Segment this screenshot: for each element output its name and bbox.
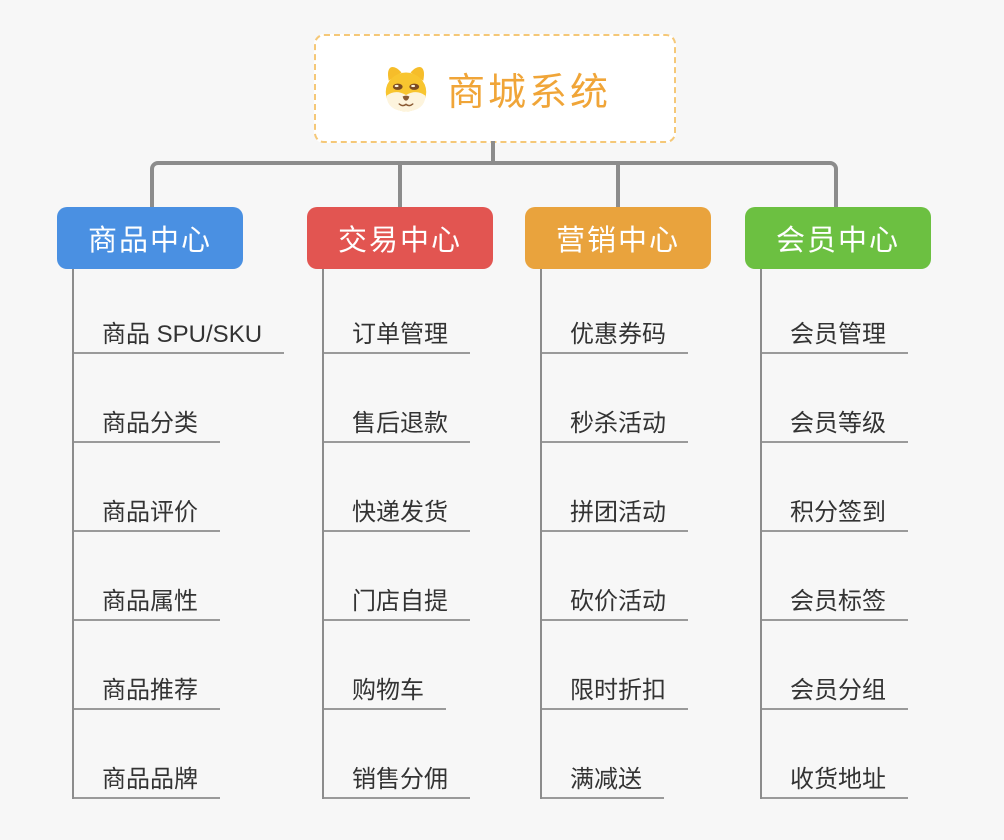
root-topic-title: 商城系统 bbox=[446, 72, 611, 114]
leaf-topic[interactable]: 商品 SPU/SKU bbox=[74, 269, 285, 354]
branch-topic[interactable]: 交易中心 bbox=[307, 207, 493, 269]
leaf-topic[interactable]: 订单管理 bbox=[324, 269, 470, 354]
branch-4: 会员中心会员管理会员等级积分签到会员标签会员分组收货地址 bbox=[745, 207, 975, 799]
leaf-topic[interactable]: 销售分佣 bbox=[324, 710, 470, 799]
branch-topic[interactable]: 营销中心 bbox=[525, 207, 711, 269]
leaf-topic[interactable]: 售后退款 bbox=[324, 354, 470, 443]
branch-topic[interactable]: 会员中心 bbox=[745, 207, 931, 269]
leaf-topic[interactable]: 限时折扣 bbox=[542, 621, 688, 710]
branch-leaves: 订单管理售后退款快递发货门店自提购物车销售分佣 bbox=[322, 269, 470, 799]
leaf-topic[interactable]: 会员标签 bbox=[762, 532, 908, 621]
connector-root-stem bbox=[491, 141, 495, 165]
root-topic[interactable]: 商城系统 bbox=[314, 34, 676, 143]
branch-2: 交易中心订单管理售后退款快递发货门店自提购物车销售分佣 bbox=[307, 207, 537, 799]
leaf-topic[interactable]: 购物车 bbox=[324, 621, 446, 710]
connector-branch3-stem bbox=[616, 163, 620, 210]
branch-topic[interactable]: 商品中心 bbox=[57, 207, 243, 269]
branch-3: 营销中心优惠券码秒杀活动拼团活动砍价活动限时折扣满减送 bbox=[525, 207, 755, 799]
leaf-topic[interactable]: 优惠券码 bbox=[542, 269, 688, 354]
leaf-topic[interactable]: 商品品牌 bbox=[74, 710, 220, 799]
connector-elbow bbox=[150, 161, 838, 210]
leaf-topic[interactable]: 满减送 bbox=[542, 710, 664, 799]
leaf-topic[interactable]: 砍价活动 bbox=[542, 532, 688, 621]
leaf-topic[interactable]: 收货地址 bbox=[762, 710, 908, 799]
leaf-topic[interactable]: 积分签到 bbox=[762, 443, 908, 532]
branch-leaves: 优惠券码秒杀活动拼团活动砍价活动限时折扣满减送 bbox=[540, 269, 688, 799]
leaf-topic[interactable]: 门店自提 bbox=[324, 532, 470, 621]
leaf-topic[interactable]: 商品推荐 bbox=[74, 621, 220, 710]
leaf-topic[interactable]: 商品属性 bbox=[74, 532, 220, 621]
leaf-topic[interactable]: 商品评价 bbox=[74, 443, 220, 532]
branch-leaves: 会员管理会员等级积分签到会员标签会员分组收货地址 bbox=[760, 269, 908, 799]
leaf-topic[interactable]: 快递发货 bbox=[324, 443, 470, 532]
leaf-topic[interactable]: 商品分类 bbox=[74, 354, 220, 443]
connector-branch2-stem bbox=[398, 163, 402, 210]
leaf-topic[interactable]: 会员等级 bbox=[762, 354, 908, 443]
leaf-topic[interactable]: 拼团活动 bbox=[542, 443, 688, 532]
leaf-topic[interactable]: 会员管理 bbox=[762, 269, 908, 354]
leaf-topic[interactable]: 会员分组 bbox=[762, 621, 908, 710]
leaf-topic[interactable]: 秒杀活动 bbox=[542, 354, 688, 443]
dog-face-icon bbox=[385, 66, 427, 111]
